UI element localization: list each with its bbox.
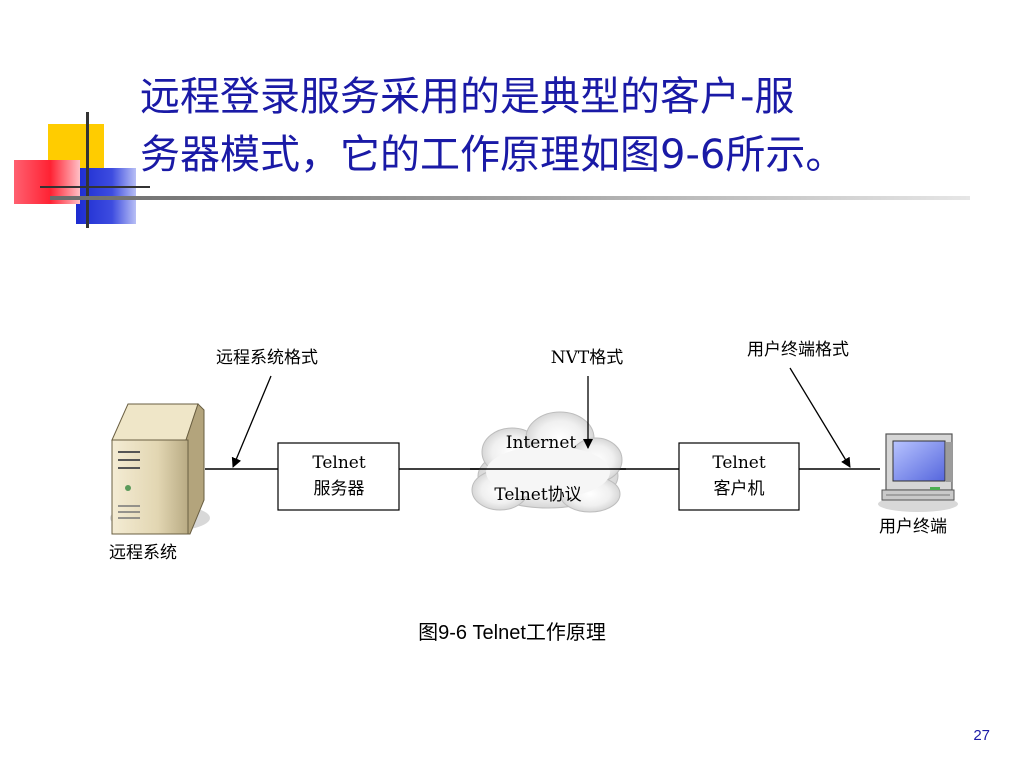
figure-caption: 图9-6 Telnet工作原理 — [0, 616, 1024, 645]
telnet-server-box — [277, 442, 400, 511]
deco-horizontal-line — [40, 186, 150, 188]
user-terminal-format-arrow — [789, 367, 851, 468]
cloud-line2: Telnet协议 — [494, 485, 581, 505]
figure-number: 图9-6 Telnet — [418, 622, 526, 644]
telnet-client-box — [678, 442, 800, 511]
title-underline — [50, 196, 970, 200]
telnet-server-line2: 服务器 — [314, 479, 365, 499]
slide-title-line-1: 远程登录服务采用的是典型的客户-服 — [140, 74, 795, 120]
telnet-client-line1: Telnet — [712, 453, 766, 473]
nvt-format-label: NVT格式 — [551, 348, 624, 368]
server-tower-icon — [110, 403, 210, 535]
page-number: 27 — [973, 727, 990, 744]
user-terminal-label: 用户终端 — [879, 517, 947, 537]
remote-format-arrow — [231, 375, 272, 468]
remote-system-label: 远程系统 — [109, 543, 177, 563]
telnet-client-line2: 客户机 — [714, 479, 765, 499]
computer-terminal-icon — [878, 433, 958, 512]
slide-title-line-2: 务器模式，它的工作原理如图9-6所示。 — [140, 132, 846, 178]
deco-vertical-line — [86, 112, 89, 228]
remote-format-label: 远程系统格式 — [216, 348, 318, 368]
telnet-server-line1: Telnet — [312, 453, 366, 473]
cloud-line1: Internet — [506, 433, 577, 453]
figure-title: 工作原理 — [525, 620, 606, 644]
cloud-icon — [471, 411, 623, 513]
user-terminal-format-label: 用户终端格式 — [747, 340, 849, 360]
